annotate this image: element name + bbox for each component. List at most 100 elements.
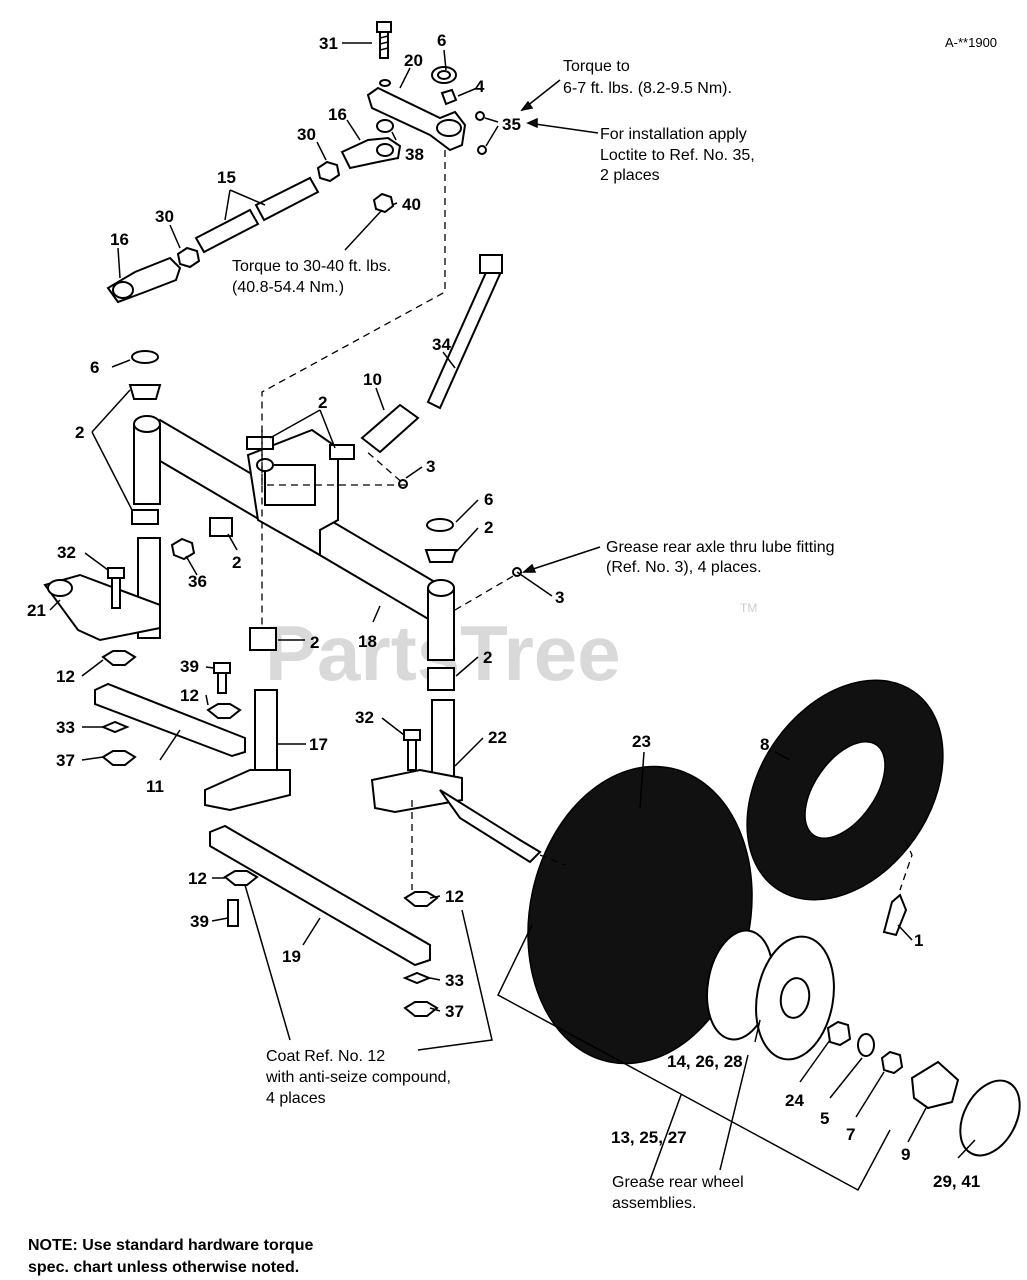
nut-36 — [170, 537, 196, 561]
installation-notes: Torque to 6-7 ft. lbs. (8.2-9.5 Nm). For… — [28, 58, 835, 1276]
note-loctite-line1: For installation apply — [600, 126, 747, 143]
bushing-2-left-lower — [131, 509, 159, 525]
note-coat-line3: 4 places — [266, 1090, 326, 1107]
bolt-32-right — [403, 729, 421, 771]
callout-30-upper: 30 — [297, 125, 316, 144]
callout-2-center: 2 — [318, 393, 327, 412]
bushing-2-lower-center — [249, 627, 277, 651]
note-grease-wheel-line2: assemblies. — [612, 1195, 696, 1212]
callout-7: 7 — [846, 1125, 855, 1144]
footer-note-line2: spec. chart unless otherwise noted. — [28, 1259, 299, 1276]
note-loctite-line2: Loctite to Ref. No. 35, — [600, 147, 755, 164]
callout-40: 40 — [402, 195, 421, 214]
callout-30-lower: 30 — [155, 207, 174, 226]
callout-18: 18 — [358, 632, 377, 651]
spindle-22 — [370, 699, 542, 864]
spindle-21 — [43, 537, 161, 642]
note-grease-axle-line2: (Ref. No. 3), 4 places. — [606, 559, 762, 576]
callout-15: 15 — [217, 168, 236, 187]
callout-19: 19 — [282, 947, 301, 966]
callout-12-lower: 12 — [188, 869, 207, 888]
callout-2-lower-center: 2 — [310, 633, 319, 652]
callout-14-26-28: 14, 26, 28 — [667, 1052, 743, 1071]
watermark-tm: TM — [740, 601, 757, 615]
bushing-2-pivot — [329, 444, 355, 460]
callout-29-41: 29, 41 — [933, 1172, 980, 1191]
callout-33-right: 33 — [445, 971, 464, 990]
bushing-2-right-upper — [424, 549, 458, 563]
tie-rod-15 — [194, 176, 320, 254]
nut-40 — [372, 192, 395, 214]
bushing-2-left-upper — [128, 384, 162, 400]
jam-nut-30-lower — [176, 246, 201, 269]
retaining-ring-6-left — [131, 350, 160, 364]
washer-31 — [379, 79, 391, 87]
callout-12-left: 12 — [56, 667, 75, 686]
washer-33-right — [402, 971, 432, 985]
callout-11: 11 — [146, 777, 164, 796]
callout-36: 36 — [188, 572, 207, 591]
lube-fitting-3-upper — [398, 479, 408, 489]
spindle-17 — [204, 689, 291, 812]
assembly-line-axle — [539, 854, 566, 866]
callout-1: 1 — [914, 931, 923, 950]
callout-37-right: 37 — [445, 1002, 464, 1021]
nut-12-lower — [223, 870, 259, 886]
bushing-2-front — [209, 517, 233, 537]
callout-22: 22 — [488, 728, 507, 747]
callout-38: 38 — [405, 145, 424, 164]
note-grease-axle-line1: Grease rear axle thru lube fitting — [606, 539, 835, 556]
locknut-37-right — [403, 1001, 439, 1017]
note-torque-40-line2: (40.8-54.4 Nm.) — [232, 279, 344, 296]
bushing-2-center — [246, 436, 274, 450]
callout-2-right-lower: 2 — [483, 648, 492, 667]
callout-33-left: 33 — [56, 718, 75, 737]
callout-4: 4 — [475, 77, 485, 96]
callout-21: 21 — [27, 601, 46, 620]
footer-note-line1: NOTE: Use standard hardware torque — [28, 1237, 313, 1254]
callout-23: 23 — [632, 732, 651, 751]
note-grease-wheel-line1: Grease rear wheel — [612, 1174, 744, 1191]
callout-16-upper: 16 — [328, 105, 347, 124]
callout-12-right: 12 — [445, 887, 464, 906]
set-screw-35a — [475, 111, 485, 121]
spacer-10 — [360, 403, 420, 454]
assembly-line-tire — [899, 839, 913, 891]
callout-12-center: 12 — [180, 686, 199, 705]
callout-32-left: 32 — [57, 543, 76, 562]
callout-labels: 31 6 20 4 35 16 30 38 15 30 16 40 34 10 … — [27, 31, 980, 1191]
callout-3-upper: 3 — [426, 457, 435, 476]
callout-39-upper: 39 — [180, 657, 199, 676]
callout-31: 31 — [319, 34, 338, 53]
note-torque-35-line2: 6-7 ft. lbs. (8.2-9.5 Nm). — [563, 80, 732, 97]
bushing-2-right-lower — [427, 667, 455, 691]
callout-10: 10 — [363, 370, 382, 389]
callout-32-right: 32 — [355, 708, 374, 727]
retaining-ring-6-right — [426, 518, 455, 532]
tire-8 — [746, 679, 944, 901]
callout-35: 35 — [502, 115, 521, 134]
callout-13-25-27: 13, 25, 27 — [611, 1128, 687, 1147]
bolt-39-lower — [227, 899, 239, 927]
callout-2-front: 2 — [232, 553, 241, 572]
assembly-line-pivot — [261, 430, 407, 486]
note-loctite-line3: 2 places — [600, 167, 660, 184]
washer-5 — [857, 1033, 875, 1057]
callout-16-lower: 16 — [110, 230, 129, 249]
callout-24: 24 — [785, 1091, 804, 1110]
set-screw-35b — [477, 145, 487, 155]
cap-29 — [959, 1079, 1021, 1157]
callout-5: 5 — [820, 1109, 829, 1128]
callout-6-left: 6 — [90, 358, 99, 377]
retaining-ring-6-top — [431, 66, 458, 84]
callout-39-lower: 39 — [190, 912, 209, 931]
bolt-39-upper — [213, 662, 231, 694]
key-4 — [440, 88, 458, 106]
callout-6-top: 6 — [437, 31, 446, 50]
tie-bar-19 — [209, 824, 431, 967]
nut-12-right — [403, 891, 439, 907]
callout-20: 20 — [404, 51, 423, 70]
rim-14 — [706, 929, 835, 1061]
assembly-line-fitting — [454, 574, 516, 611]
